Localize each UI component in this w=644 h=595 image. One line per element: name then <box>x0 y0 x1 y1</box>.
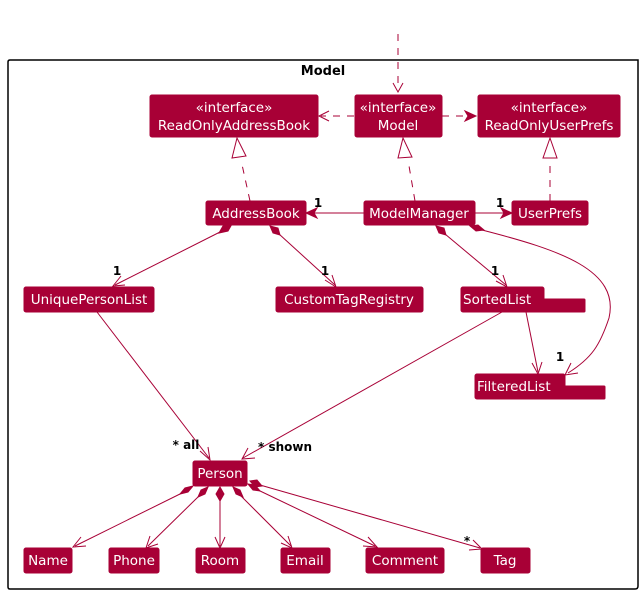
arrow-head-icon <box>304 206 319 220</box>
class-phone[interactable]: Phone <box>108 547 160 574</box>
edge-person-tag: * <box>249 479 484 551</box>
class-readonlyaddressbook[interactable]: «interface» ReadOnlyAddressBook <box>149 94 319 138</box>
composition-diamond-icon <box>215 485 225 503</box>
class-name: FilteredList <box>477 379 551 395</box>
composition-diamond-icon <box>197 486 209 498</box>
edge-external-to-model <box>392 34 404 94</box>
edge-addressbook-uniquepersonlist: 1 <box>111 223 233 287</box>
class-sortedlist[interactable]: SortedList <box>460 286 586 313</box>
edge-userprefs-realizes-readonlyuserprefs <box>542 136 558 201</box>
class-name: Room <box>201 553 239 569</box>
arrow-head-icon <box>499 206 514 220</box>
class-name: SortedList <box>463 292 531 308</box>
class-comment[interactable]: Comment <box>365 547 445 574</box>
model-package: Model <box>7 59 639 590</box>
class-customtagregistry[interactable]: CustomTagRegistry <box>275 286 424 313</box>
edge-modelmanager-addressbook: 1 <box>304 196 364 220</box>
multiplicity-label: 1 <box>491 264 499 278</box>
arrow-head-icon <box>71 536 87 548</box>
class-model[interactable]: «interface» Model <box>354 94 443 138</box>
realization-triangle-icon <box>542 136 558 159</box>
arrow-head-icon <box>241 447 256 460</box>
edge-modelmanager-realizes-model <box>397 136 416 202</box>
class-name: Tag <box>493 553 517 569</box>
package-frame <box>7 59 639 590</box>
class-addressbook[interactable]: AddressBook <box>205 200 307 226</box>
edge-sortedlist-person: * shown <box>241 311 503 460</box>
edge-addressbook-realizes-readonlyaddressbook <box>231 136 251 202</box>
class-readonlyuserprefs[interactable]: «interface» ReadOnlyUserPrefs <box>477 94 621 138</box>
class-name: Email <box>286 553 323 569</box>
realization-triangle-icon <box>397 136 413 159</box>
class-name: Phone <box>113 553 155 569</box>
multiplicity-label: 1 <box>314 196 322 210</box>
class-name: Model <box>378 118 419 134</box>
class-name: Person <box>197 466 242 482</box>
class-name: AddressBook <box>212 206 300 222</box>
composition-diamond-icon <box>435 225 447 236</box>
multiplicity-label: * shown <box>258 440 312 454</box>
class-filteredlist[interactable]: FilteredList <box>474 373 606 400</box>
arrow-head-icon <box>564 362 579 376</box>
multiplicity-label: 1 <box>496 196 504 210</box>
composition-diamond-icon <box>468 224 486 232</box>
class-person[interactable]: Person <box>192 460 248 487</box>
class-room[interactable]: Room <box>195 547 246 574</box>
edge-sortedlist-filteredlist <box>525 311 543 376</box>
edge-person-comment <box>246 483 379 548</box>
composition-diamond-icon <box>269 225 281 236</box>
edge-model-readonlyaddressbook <box>317 110 354 122</box>
class-uniquepersonlist[interactable]: UniquePersonList <box>23 286 155 313</box>
arrow-head-icon <box>463 109 478 123</box>
class-name: UserPrefs <box>518 206 582 222</box>
class-name: ReadOnlyAddressBook <box>158 118 310 134</box>
edge-modelmanager-sortedlist: 1 <box>435 225 508 289</box>
edge-addressbook-customtagregistry: 1 <box>269 225 337 289</box>
arrow-head-icon <box>111 275 126 287</box>
class-stereotype: «interface» <box>511 100 588 116</box>
arrow-head-icon <box>362 536 379 548</box>
edge-person-phone <box>145 486 209 549</box>
class-name: UniquePersonList <box>31 292 148 308</box>
edge-model-readonlyuserprefs <box>442 109 478 123</box>
edge-person-name <box>71 485 195 548</box>
arrow-head-icon <box>199 446 211 462</box>
class-stereotype: «interface» <box>360 100 437 116</box>
edge-person-room <box>214 485 226 550</box>
class-tag[interactable]: Tag <box>480 547 531 574</box>
class-modelmanager[interactable]: ModelManager <box>363 200 476 226</box>
class-name: Comment <box>372 553 438 569</box>
class-userprefs[interactable]: UserPrefs <box>511 200 589 226</box>
realization-triangle-icon <box>231 136 247 159</box>
class-name: ReadOnlyUserPrefs <box>485 118 614 134</box>
class-name[interactable]: Name <box>23 547 73 574</box>
multiplicity-label: 1 <box>113 264 121 278</box>
composition-diamond-icon <box>232 486 244 498</box>
multiplicity-label: 1 <box>321 264 329 278</box>
multiplicity-label: * all <box>173 438 200 452</box>
composition-diamond-icon <box>178 485 195 495</box>
class-name: CustomTagRegistry <box>284 292 414 308</box>
multiplicity-label: * <box>464 534 471 548</box>
class-name: Name <box>28 553 68 569</box>
package-title: Model <box>301 64 345 79</box>
edge-uniquepersonlist-person: * all <box>96 311 211 462</box>
class-email[interactable]: Email <box>280 547 331 574</box>
arrow-head-icon <box>317 110 330 122</box>
arrow-head-icon <box>392 82 404 94</box>
edge-person-email <box>232 486 293 549</box>
multiplicity-label: 1 <box>556 350 564 364</box>
class-stereotype: «interface» <box>196 100 273 116</box>
edge-modelmanager-userprefs: 1 <box>475 196 514 220</box>
class-name: ModelManager <box>369 206 469 222</box>
